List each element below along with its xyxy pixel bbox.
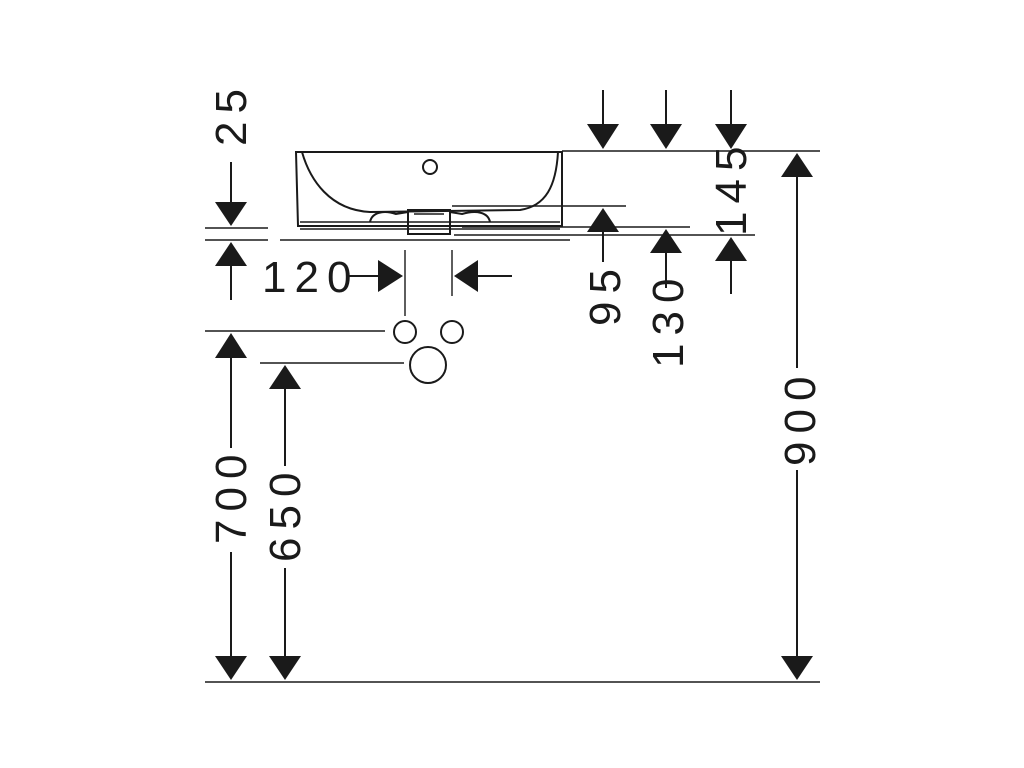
dimension-650: 650 bbox=[261, 365, 310, 680]
extension-lines bbox=[205, 150, 820, 683]
dimension-label-145: 145 bbox=[707, 139, 756, 236]
dimension-900: 900 bbox=[776, 153, 825, 680]
dimension-label-900: 900 bbox=[776, 369, 825, 466]
dimension-label-120: 120 bbox=[262, 253, 359, 302]
basin-outline bbox=[294, 151, 563, 230]
dimension-95: 95 bbox=[581, 90, 630, 326]
dimension-700: 700 bbox=[207, 333, 256, 680]
dimension-130: 130 bbox=[644, 90, 693, 368]
waste-connection bbox=[409, 346, 447, 384]
dimension-label-650: 650 bbox=[261, 465, 310, 562]
dimension-label-700: 700 bbox=[207, 447, 256, 544]
dimension-120: 120 bbox=[262, 253, 512, 302]
dimension-label-25: 25 bbox=[207, 81, 256, 146]
dimension-label-130: 130 bbox=[644, 271, 693, 368]
dimension-25: 25 bbox=[207, 81, 256, 300]
dimension-145: 145 bbox=[707, 90, 756, 294]
dimension-label-95: 95 bbox=[581, 261, 630, 326]
overflow-hole-icon bbox=[422, 159, 438, 175]
waste-outlet bbox=[407, 209, 451, 235]
water-supply-connections bbox=[393, 320, 464, 344]
